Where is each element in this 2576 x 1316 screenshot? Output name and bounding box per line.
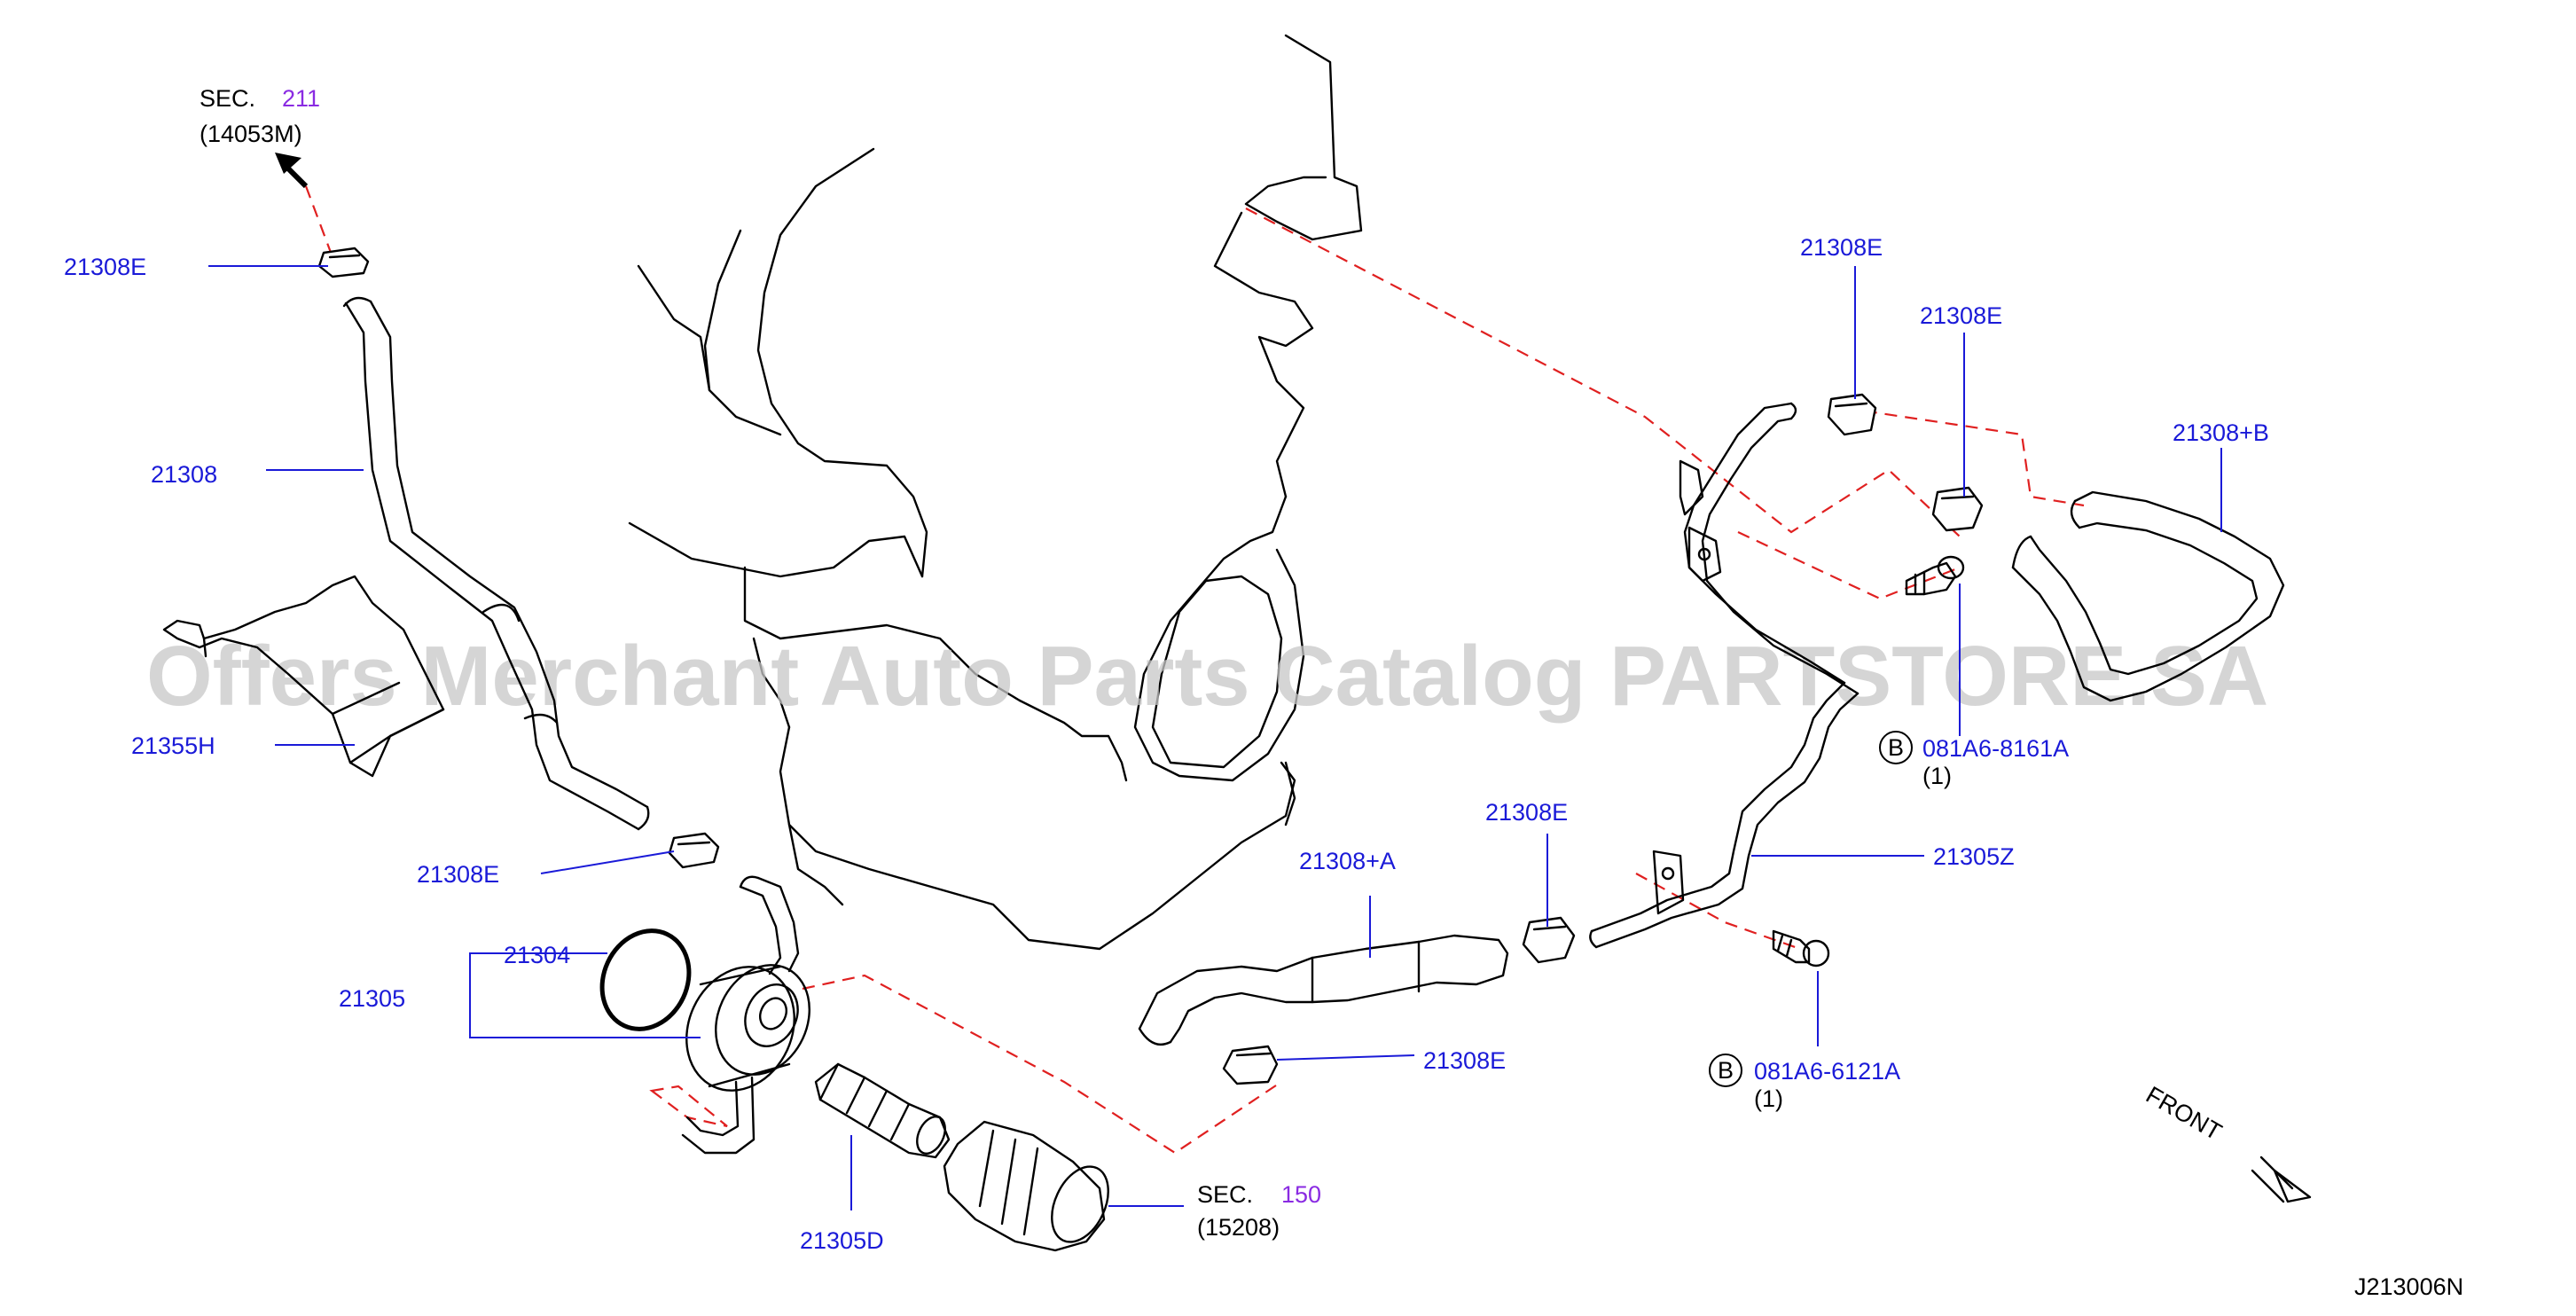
label-clamp-21308e-top-right-1[interactable]: 21308E (1800, 234, 1883, 261)
sec-211-sub: (14053M) (200, 121, 302, 147)
hose-21308a[interactable] (1138, 934, 1509, 1046)
clamp-21308e-center[interactable] (1522, 916, 1576, 964)
label-hose-21308a[interactable]: 21308+A (1299, 848, 1396, 874)
label-clamp-21308e-top-left[interactable]: 21308E (64, 254, 146, 280)
oil-filter[interactable] (943, 1120, 1119, 1252)
label-oring-21304[interactable]: 21304 (504, 942, 570, 968)
bolt-part-081a6-6121a[interactable]: 081A6-6121A (1754, 1058, 1900, 1085)
bolt-marker-circle-icon (1879, 731, 1913, 764)
bracket-21355h[interactable] (162, 575, 445, 778)
bolt-marker-circle-icon (1709, 1054, 1742, 1087)
sec-211-reference[interactable]: SEC. 211 (14053M) (200, 85, 320, 147)
engine-outline (628, 34, 1363, 951)
bolt-part-081a6-8161a[interactable]: 081A6-8161A (1922, 735, 2069, 762)
clamp-21308e-top-left[interactable] (317, 247, 370, 278)
connector-21305d[interactable] (814, 1062, 951, 1159)
label-tube-21305z[interactable]: 21305Z (1933, 843, 2015, 870)
sec-211-prefix: SEC. (200, 85, 255, 112)
sec-150-prefix: SEC. (1197, 1181, 1253, 1208)
diagram-code: J213006N (2354, 1273, 2463, 1300)
bolt-qty: (1) (1754, 1085, 1783, 1112)
bolt-marker-b: B (1718, 1057, 1734, 1084)
leader-lines (208, 265, 2222, 1210)
bolt-callout-081a6-8161a[interactable]: B 081A6-8161A (1) (1879, 731, 2069, 789)
bolt-qty: (1) (1922, 763, 1952, 789)
bolt-callout-081a6-6121a[interactable]: B 081A6-6121A (1) (1709, 1054, 1900, 1112)
clamp-21308e-top-right-1[interactable] (1827, 393, 1877, 436)
watermark: Offers Merchant Auto Parts Catalog PARTS… (146, 629, 2268, 724)
dashed-reference-lines (304, 185, 2085, 1155)
front-arrow-icon (2251, 1155, 2312, 1203)
label-oil-cooler-21305[interactable]: 21305 (339, 985, 405, 1012)
tube-21305z[interactable] (1589, 402, 1860, 949)
bolt-081a6-6121a[interactable] (1772, 929, 1830, 967)
hose-21308b[interactable] (2011, 490, 2285, 702)
label-bracket-21355h[interactable]: 21355H (131, 732, 215, 759)
label-clamp-21308e-center[interactable]: 21308E (1485, 799, 1568, 826)
sec-150-number[interactable]: 150 (1281, 1181, 1321, 1208)
front-label: FRONT (2141, 1081, 2227, 1145)
oring-21304[interactable] (586, 916, 704, 1043)
clamp-21308e-bottom-center[interactable] (1222, 1045, 1279, 1085)
clamp-21308e-mid-left[interactable] (668, 832, 720, 869)
clamp-21308e-top-right-2[interactable] (1931, 486, 1984, 532)
hose-21308[interactable] (342, 296, 650, 831)
sec-150-sub: (15208) (1197, 1214, 1280, 1241)
label-clamp-21308e-bottom-center[interactable]: 21308E (1423, 1047, 1506, 1074)
bolt-marker-b: B (1888, 734, 1904, 761)
bolt-081a6-8161a[interactable] (1905, 555, 1965, 596)
sec-150-reference[interactable]: SEC. 150 (15208) (1197, 1181, 1321, 1241)
oil-cooler-21305[interactable] (667, 875, 826, 1155)
label-hose-21308[interactable]: 21308 (151, 461, 217, 488)
label-hose-21308b[interactable]: 21308+B (2173, 419, 2269, 446)
sec-211-number[interactable]: 211 (282, 85, 320, 112)
label-clamp-21308e-top-right-2[interactable]: 21308E (1920, 302, 2002, 329)
label-connector-21305d[interactable]: 21305D (800, 1227, 884, 1254)
label-clamp-21308e-mid-left[interactable]: 21308E (417, 861, 499, 888)
up-arrow-icon (275, 153, 309, 189)
